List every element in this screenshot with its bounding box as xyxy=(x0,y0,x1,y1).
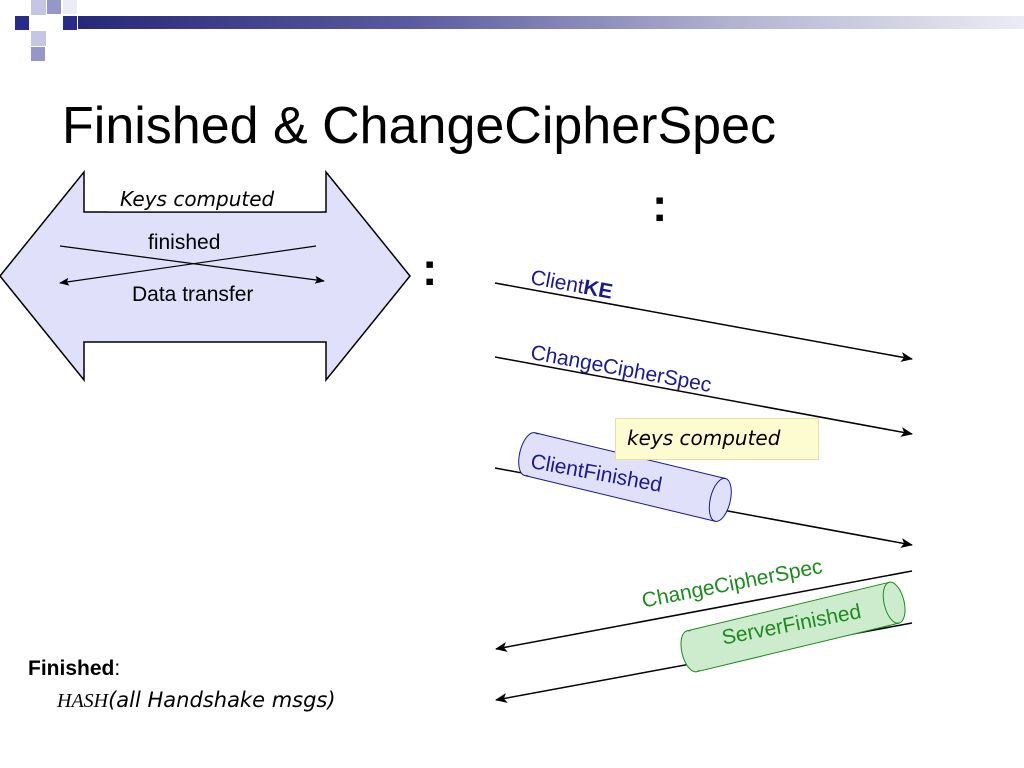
slide-title: Finished & ChangeCipherSpec xyxy=(62,97,776,155)
deco-square xyxy=(31,31,46,46)
deco-square xyxy=(47,0,61,14)
finished-term: Finished xyxy=(28,657,115,680)
hash-definition: HASH(all Handshake msgs) xyxy=(57,688,336,713)
keys-computed-label: Keys computed xyxy=(120,187,275,211)
header-banner xyxy=(78,16,1024,29)
cross-line-data xyxy=(59,245,317,286)
finished-definition-label: Finished: xyxy=(28,657,120,681)
hash-args: (all Handshake msgs) xyxy=(108,688,336,712)
deco-square xyxy=(47,31,62,46)
finished-colon: : xyxy=(114,657,121,680)
deco-square xyxy=(63,16,77,30)
data-transfer-label: Data transfer xyxy=(132,283,254,306)
ellipsis-top: : xyxy=(652,179,668,231)
deco-square xyxy=(31,47,45,61)
double-arrow-shape xyxy=(0,169,411,383)
keys-computed-note-label: keys computed xyxy=(627,426,781,450)
deco-square xyxy=(31,0,46,15)
keys-label-bg xyxy=(108,182,322,212)
server-finished-cylinder xyxy=(680,581,906,673)
hash-word: HASH xyxy=(57,690,109,712)
arrow-change-cipher-spec-client xyxy=(494,356,913,437)
deco-square xyxy=(15,31,29,45)
deco-square xyxy=(15,16,29,30)
client-ke-bold: KE xyxy=(581,275,615,304)
keys-computed-note xyxy=(615,418,819,460)
arrow-client-ke xyxy=(494,282,913,362)
client-finished-cylinder xyxy=(518,432,732,522)
arrow-change-cipher-spec-server xyxy=(495,570,913,652)
finished-label: finished xyxy=(148,231,221,254)
deco-square xyxy=(63,0,77,14)
ellipsis-left: : xyxy=(422,243,438,295)
